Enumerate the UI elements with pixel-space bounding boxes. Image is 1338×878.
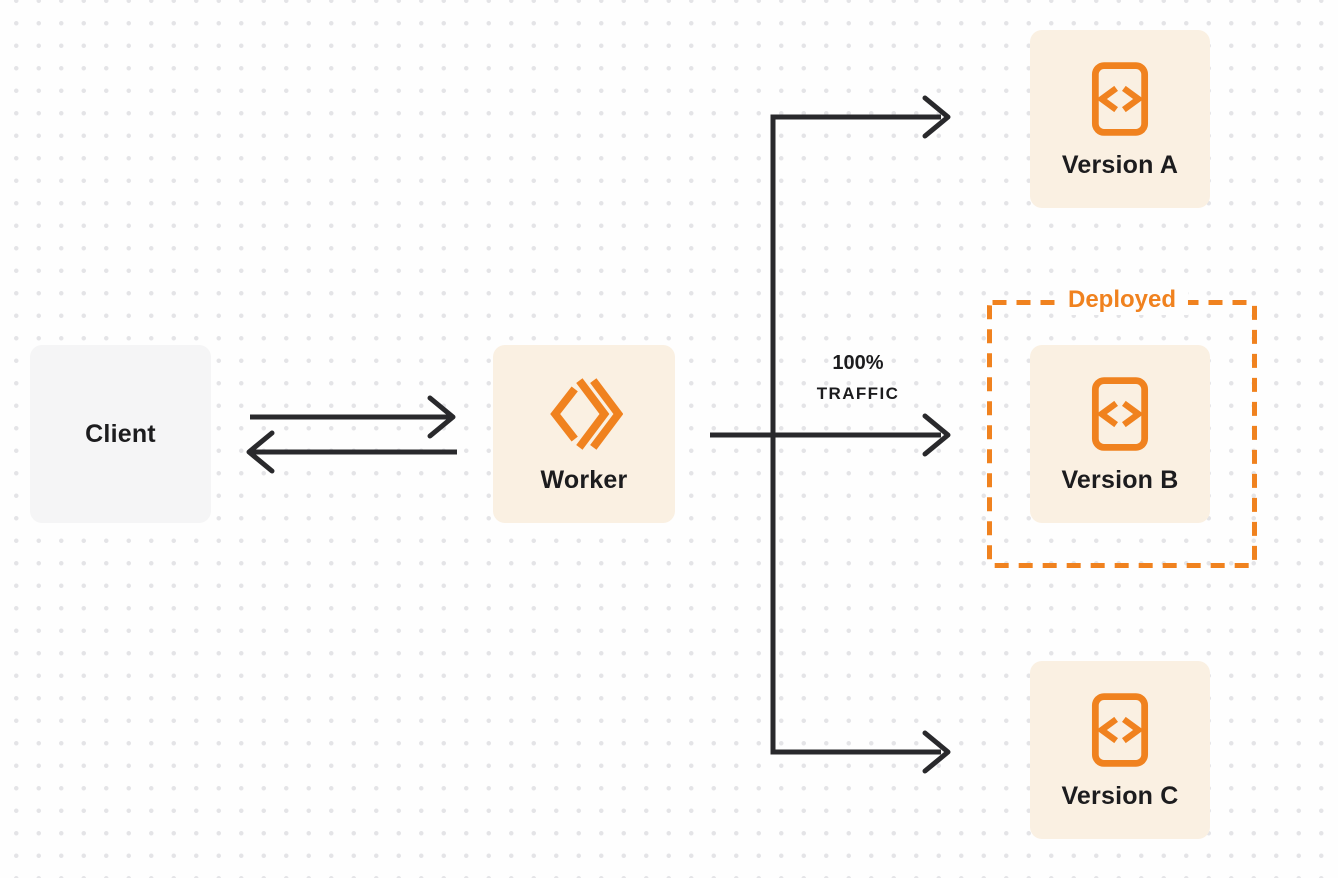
version-b-node: Version B (1030, 345, 1210, 523)
branch-trunk-line (770, 114, 941, 755)
traffic-edge-label-percent: 100% (832, 352, 884, 374)
code-file-icon (1091, 376, 1149, 451)
edge-worker-to-client-arrowhead (246, 430, 275, 474)
worker-node-label: Worker (540, 465, 628, 494)
deployed-group-label: Deployed (1055, 285, 1189, 315)
version-b-node-label: Version B (1061, 465, 1179, 494)
version-c-node-label: Version C (1061, 781, 1179, 810)
traffic-edge-label-text: TRAFFIC (816, 384, 900, 403)
edge-worker-to-version-a-arrowhead (922, 95, 951, 139)
traffic-edge-label: 100% TRAFFIC (786, 352, 930, 404)
client-node-label: Client (85, 419, 156, 448)
edge-worker-to-version-b-arrowhead (922, 413, 951, 457)
version-a-node: Version A (1030, 30, 1210, 208)
deployed-group: Deployed (987, 285, 1257, 568)
version-c-node: Version C (1030, 661, 1210, 839)
cloudflare-workers-icon (550, 377, 623, 450)
code-file-icon (1091, 692, 1149, 767)
version-a-node-label: Version A (1061, 150, 1179, 179)
edge-client-to-worker-arrowhead (427, 395, 456, 439)
worker-node: Worker (493, 345, 675, 523)
code-file-icon (1091, 61, 1149, 136)
client-node: Client (30, 345, 211, 523)
edge-worker-to-version-c-arrowhead (922, 730, 951, 774)
